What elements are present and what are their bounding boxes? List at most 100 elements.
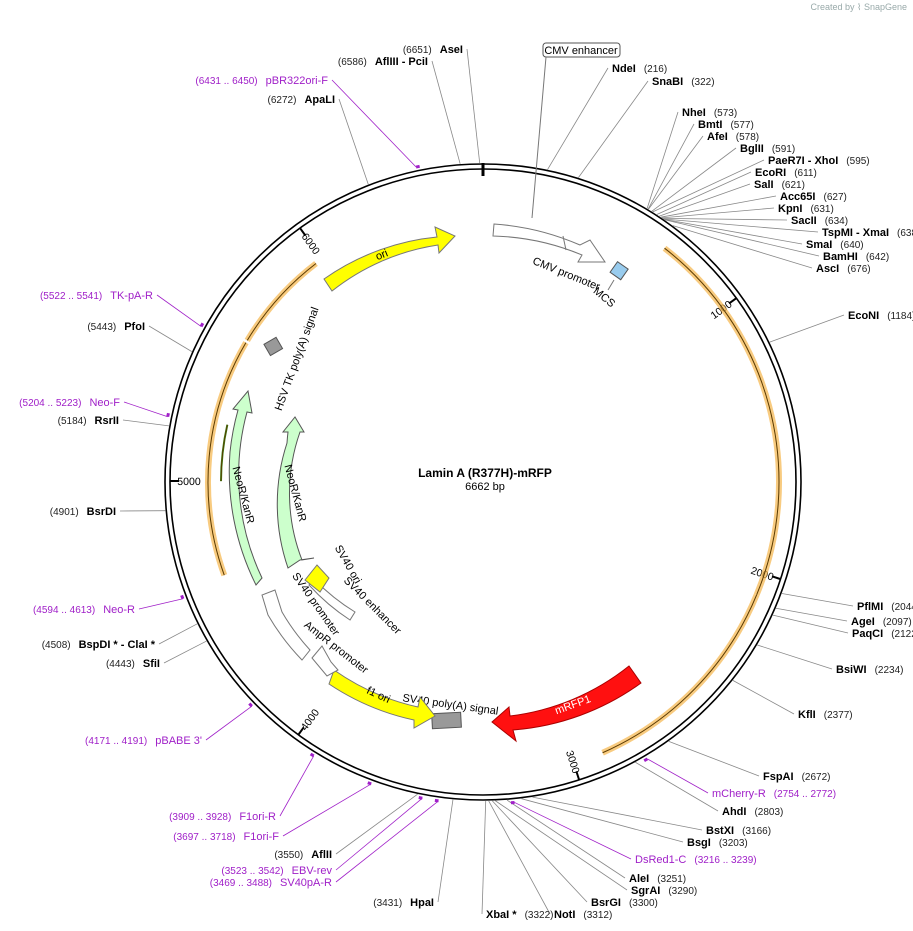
site-label: SmaI(640) xyxy=(806,239,864,251)
primer-mark xyxy=(248,702,253,708)
site-kfli[interactable]: KflI(2377) xyxy=(732,680,853,721)
site-bspdi[interactable]: (4508)BspDI * - ClaI * xyxy=(42,623,198,651)
site-label: PflMI(2044) xyxy=(857,601,913,613)
primer-dsred1-c[interactable]: DsRed1-C(3216 .. 3239) xyxy=(510,800,757,866)
site-bsiwi[interactable]: BsiWI(2234) xyxy=(757,644,903,676)
site-asci[interactable]: AscI(676) xyxy=(672,225,871,275)
site-label: BamHI(642) xyxy=(823,251,889,263)
site-apali[interactable]: (6272)ApaLI xyxy=(268,94,369,185)
sv40-promoter-feature[interactable] xyxy=(261,589,311,661)
primer-leader xyxy=(335,800,439,883)
primer-mark xyxy=(643,757,649,763)
site-snabi[interactable]: SnaBI(322) xyxy=(578,76,715,178)
site-rsrii[interactable]: (5184)RsrII xyxy=(58,415,170,427)
tick-label: 6000 xyxy=(299,231,322,257)
site-sacii[interactable]: SacII(634) xyxy=(662,215,848,227)
site-label: (6651)AseI xyxy=(403,44,463,56)
site-bsgi[interactable]: BsgI(3203) xyxy=(521,798,748,849)
site-bsrgi[interactable]: BsrGI(3300) xyxy=(492,800,658,909)
primer-label: (3469 .. 3488)SV40pA-R xyxy=(210,877,332,889)
site-bsrdi[interactable]: (4901)BsrDI xyxy=(50,506,166,518)
site-aflii[interactable]: (3550)AflII xyxy=(274,793,418,861)
site-acc65i[interactable]: Acc65I(627) xyxy=(660,191,847,218)
site-ndei[interactable]: NdeI(216) xyxy=(547,63,668,170)
orf-arc xyxy=(220,424,229,482)
primer-label: (6431 .. 6450)pBR322ori-F xyxy=(195,75,328,87)
primer-pbabe-3-[interactable]: (4171 .. 4191)pBABE 3' xyxy=(85,702,253,747)
orf-arc-core xyxy=(220,424,228,482)
primer-label: (3697 .. 3718)F1ori-F xyxy=(173,831,279,843)
mcs-leader xyxy=(607,279,615,291)
tick-label: 4000 xyxy=(299,707,323,733)
site-noti[interactable]: NotI(3312) xyxy=(488,800,613,921)
neokanr-inner-feature[interactable] xyxy=(276,416,315,569)
site-paqci[interactable]: PaqCI(2122) xyxy=(772,614,913,640)
site-bamhi[interactable]: BamHI(642) xyxy=(664,219,890,263)
primer-pbr322ori-f[interactable]: (6431 .. 6450)pBR322ori-F xyxy=(195,75,420,169)
orf-arcs xyxy=(205,245,782,756)
site-label: BsgI(3203) xyxy=(687,837,748,849)
site-fspai[interactable]: FspAI(2672) xyxy=(668,740,831,783)
site-leader xyxy=(661,207,775,219)
sv40-polya-feature[interactable] xyxy=(431,711,462,730)
site-sali[interactable]: SalI(621) xyxy=(659,179,805,217)
ampr-promoter-feature[interactable] xyxy=(311,645,339,677)
site-label: SnaBI(322) xyxy=(652,76,715,88)
sv40-ori-feature[interactable] xyxy=(304,564,330,593)
neokanr-outer-feature[interactable] xyxy=(228,389,263,586)
primer-mark xyxy=(418,796,423,800)
site-bmti[interactable]: BmtI(577) xyxy=(647,119,754,210)
primer-mark xyxy=(180,594,185,600)
site-label: SgrAI(3290) xyxy=(631,885,697,897)
site-afliii[interactable]: (6586)AflIII - PciI xyxy=(338,56,461,164)
site-tspmi[interactable]: TspMI - XmaI(638) xyxy=(663,218,913,239)
site-sgrai[interactable]: SgrAI(3290) xyxy=(495,800,697,897)
primer-neo-f[interactable]: (5204 .. 5223)Neo-F xyxy=(19,397,170,418)
site-econi[interactable]: EcoNI(1184) xyxy=(769,310,913,343)
primer-label: (4594 .. 4613)Neo-R xyxy=(33,604,135,616)
primer-mcherry-r[interactable]: mCherry-R(2754 .. 2772) xyxy=(643,757,836,800)
site-paer7i[interactable]: PaeR7I - XhoI(595) xyxy=(652,155,870,213)
site-kpni[interactable]: KpnI(631) xyxy=(661,203,834,219)
primer-neo-r[interactable]: (4594 .. 4613)Neo-R xyxy=(33,594,185,616)
tick-1000 xyxy=(728,297,737,305)
mcs-feature[interactable] xyxy=(609,260,629,281)
site-leader xyxy=(651,147,737,212)
site-ahdi[interactable]: AhdI(2803) xyxy=(635,761,783,818)
site-nhei[interactable]: NheI(573) xyxy=(646,107,737,209)
primer-f1ori-r[interactable]: (3909 .. 3928)F1ori-R xyxy=(169,752,315,823)
site-sfii[interactable]: (4443)SfiI xyxy=(106,640,207,670)
tick-4000 xyxy=(297,726,305,736)
site-label: (5184)RsrII xyxy=(58,415,119,427)
primer-label: mCherry-R(2754 .. 2772) xyxy=(712,788,836,800)
site-afei[interactable]: AfeI(578) xyxy=(648,131,759,210)
cmv-promoter-feature[interactable] xyxy=(492,223,606,263)
site-leader xyxy=(163,640,207,664)
hsv-tk-polya-feature[interactable] xyxy=(263,336,284,357)
site-alei[interactable]: AleI(3251) xyxy=(506,799,686,885)
primer-ebv-rev[interactable]: (3523 .. 3542)EBV-rev xyxy=(221,796,423,877)
site-agei[interactable]: AgeI(2097) xyxy=(775,607,912,628)
site-xbai[interactable]: XbaI *(3322) xyxy=(481,800,553,921)
primer-f1ori-f[interactable]: (3697 .. 3718)F1ori-F xyxy=(173,781,372,843)
mrfp1-feature[interactable] xyxy=(491,665,642,743)
f1-ori-feature[interactable] xyxy=(328,669,436,729)
primer-sv40pa-r[interactable]: (3469 .. 3488)SV40pA-R xyxy=(210,798,439,889)
orf-arc-core xyxy=(602,594,758,754)
site-pflmi[interactable]: PflMI(2044) xyxy=(781,593,913,613)
primer-label: DsRed1-C(3216 .. 3239) xyxy=(635,854,757,866)
ori-feature[interactable] xyxy=(323,226,456,292)
cmv-enhancer-box[interactable] xyxy=(542,42,621,58)
orf-arc-core xyxy=(207,342,247,576)
site-bstxi[interactable]: BstXI(3166) xyxy=(532,796,771,837)
primer-tk-pa-r[interactable]: (5522 .. 5541)TK-pA-R xyxy=(40,290,205,328)
site-smai[interactable]: SmaI(640) xyxy=(663,218,864,251)
site-ecori[interactable]: EcoRI(611) xyxy=(656,167,817,215)
site-hpai[interactable]: (3431)HpaI xyxy=(373,799,454,909)
site-bglii[interactable]: BglII(591) xyxy=(651,143,795,212)
site-pfoi[interactable]: (5443)PfoI xyxy=(87,321,193,352)
site-asei[interactable]: (6651)AseI xyxy=(403,44,481,164)
site-leader xyxy=(781,593,854,607)
site-label: AleI(3251) xyxy=(629,873,686,885)
